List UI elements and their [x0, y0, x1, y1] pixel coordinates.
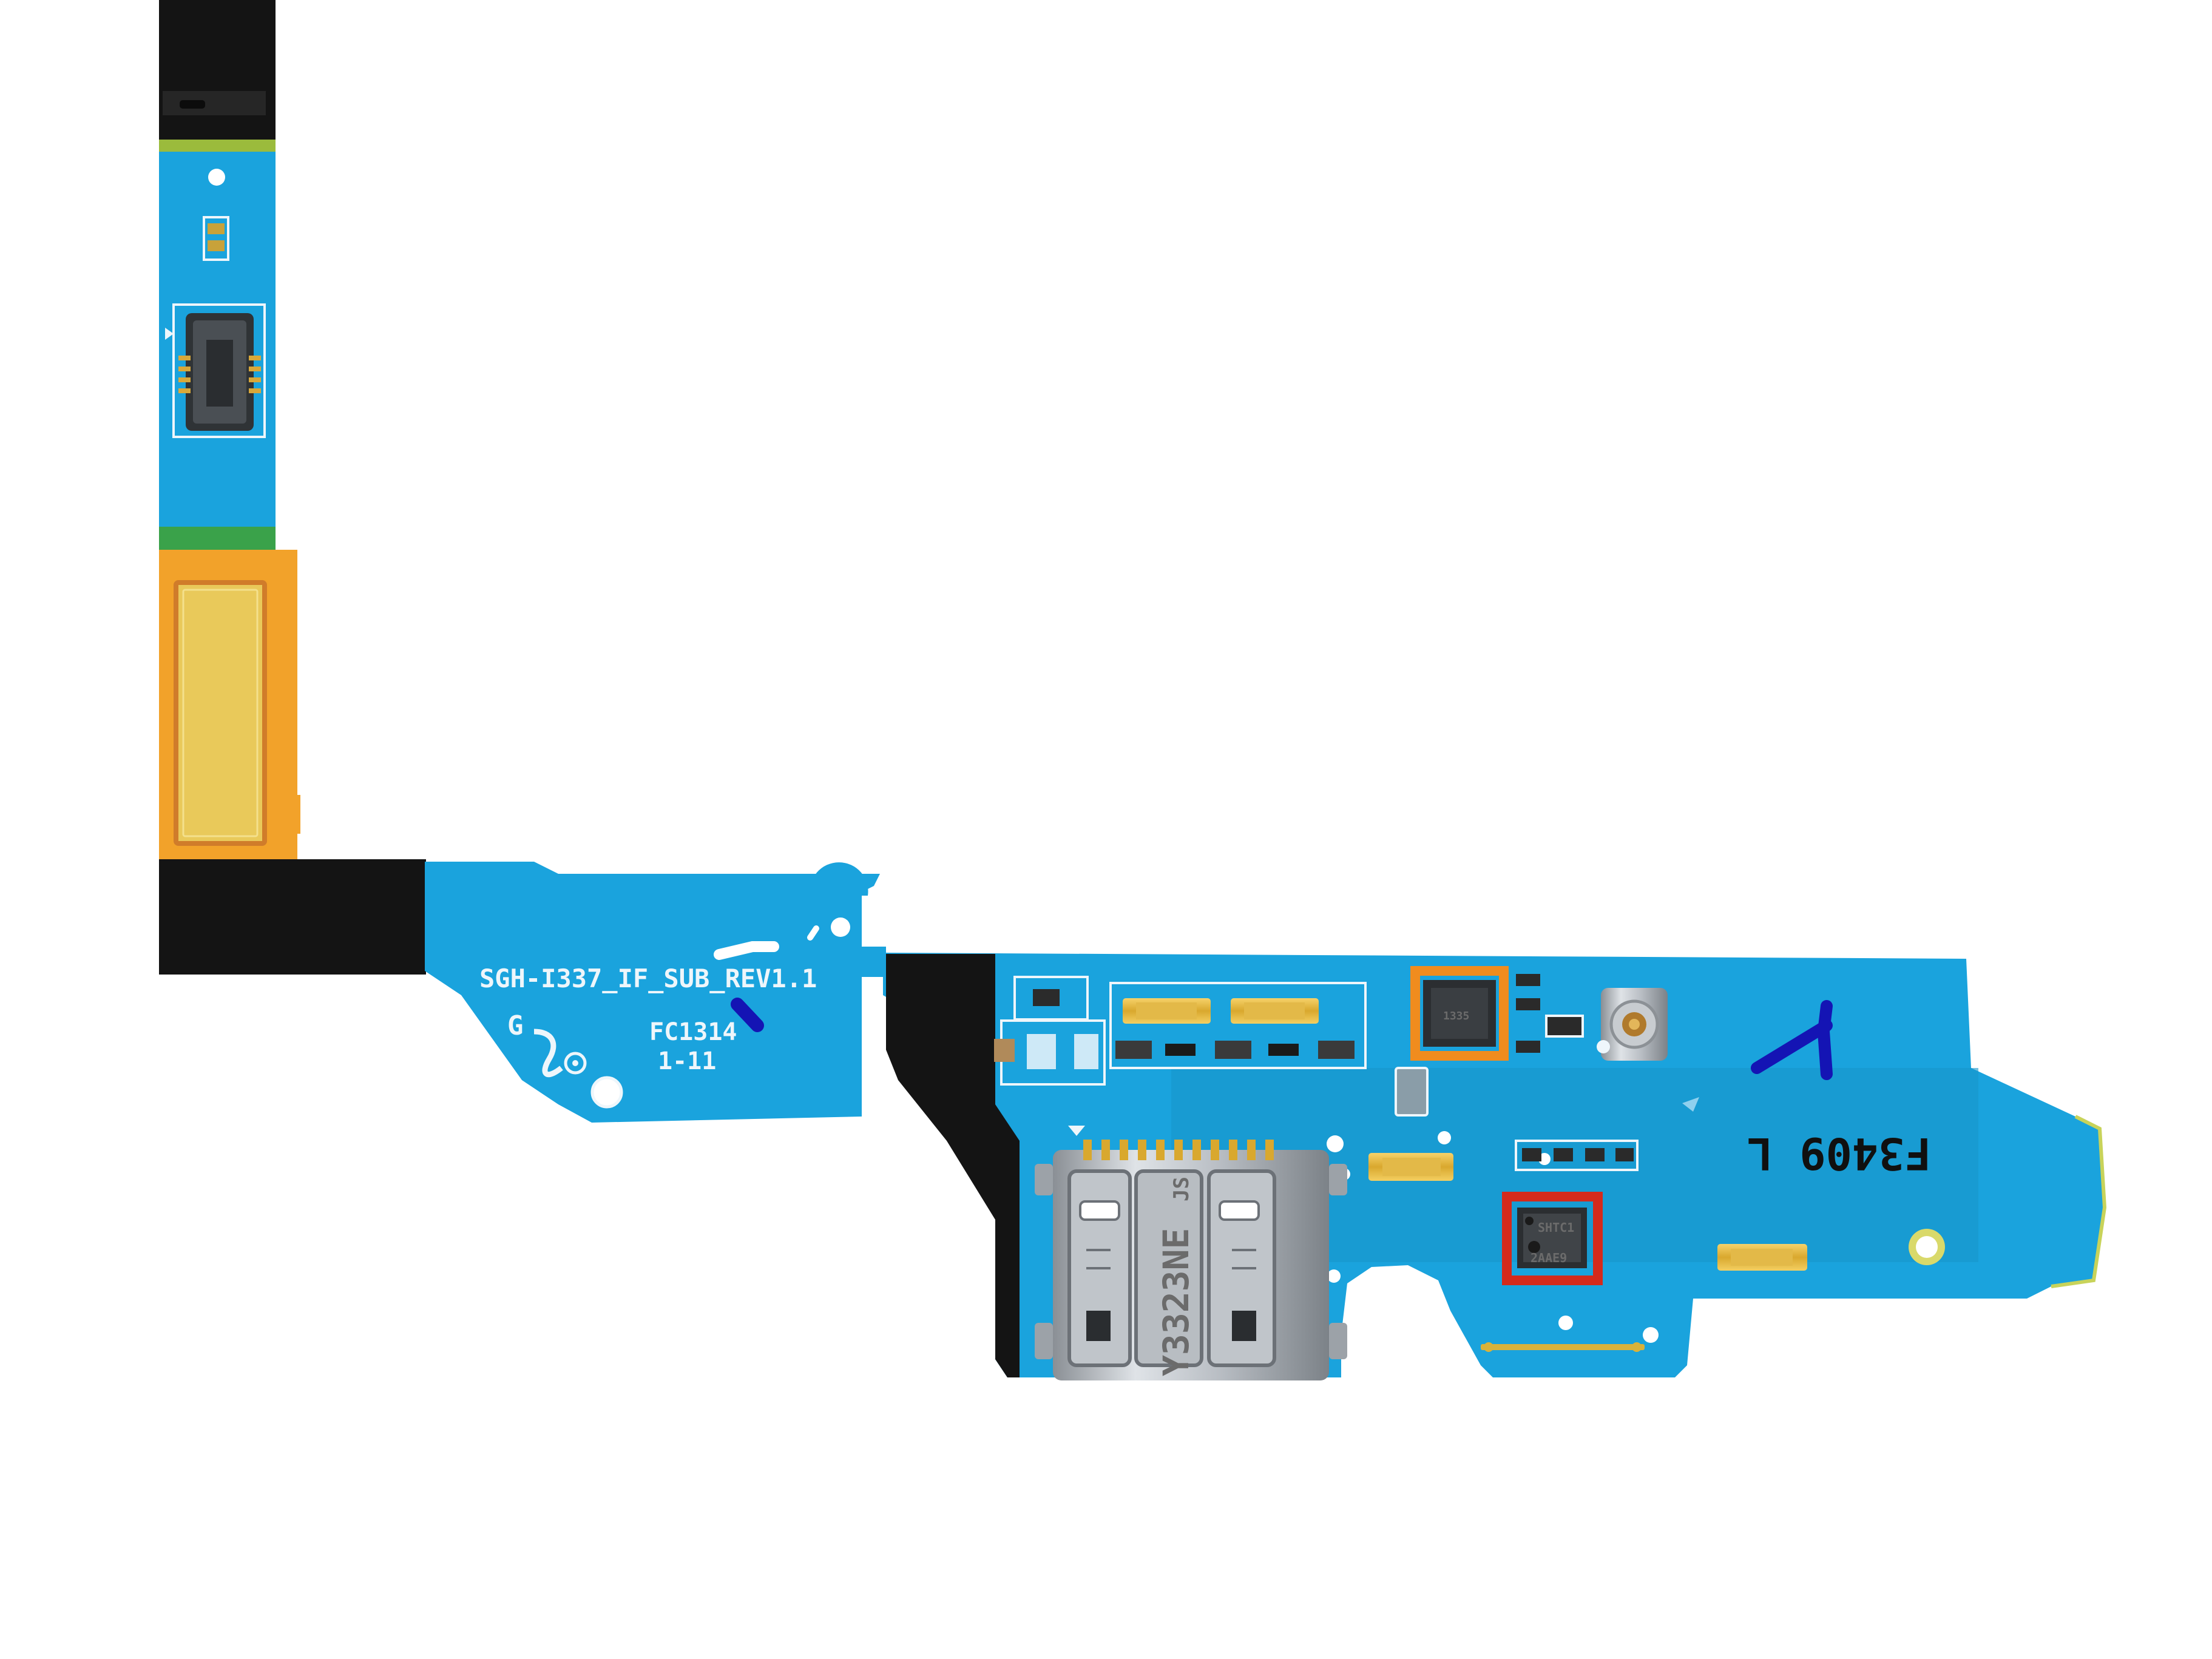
antenna-connector [1597, 988, 1668, 1061]
component-outline-2 [994, 1019, 1106, 1086]
small-resistors [1515, 974, 1639, 1171]
black-stiffener-joint [886, 954, 1020, 1377]
flex-cable-horizontal [425, 862, 886, 1123]
usb-connector-label: Y3323NE [1155, 1228, 1197, 1376]
orange-highlight-box [1410, 966, 1509, 1061]
pen-marks [731, 998, 1833, 1080]
sensor-chip-line1: SHTC1 [1538, 1220, 1574, 1235]
bottom-trace [1481, 1342, 1645, 1352]
flex-holes [590, 917, 850, 1109]
samsung-logo-mark [533, 1029, 587, 1078]
white-marker-dashes [714, 925, 819, 960]
sensor-chip-line2: 2AAE9 [1530, 1251, 1567, 1265]
mic-chip: 1335 [1423, 980, 1496, 1047]
passive-components-row [1109, 982, 1429, 1117]
usb-connector-brand: JS [1169, 1177, 1194, 1201]
fc-code-label: FC1314 [649, 1018, 737, 1046]
board-id-label: SGH-I337_IF_SUB_REV1.1 [479, 964, 817, 993]
mic-chip-text: 1335 [1443, 1010, 1469, 1022]
board-to-board-connector [165, 303, 266, 438]
small-arrow-mark [1682, 1097, 1699, 1112]
date-code-label: 1-11 [658, 1047, 716, 1075]
flex-cable-vertical [159, 0, 426, 975]
manufacturer-mark: G [507, 1010, 524, 1041]
mounting-hole-top [208, 169, 225, 186]
rotated-code-label: F3409 L [1747, 1128, 1931, 1179]
usb-connector [1035, 1126, 1347, 1380]
small-component-top [203, 216, 229, 261]
gold-capacitors [1123, 998, 1807, 1271]
sensor-chip: SHTC1 2AAE9 [1517, 1208, 1587, 1268]
red-highlight-box [1502, 1192, 1603, 1285]
